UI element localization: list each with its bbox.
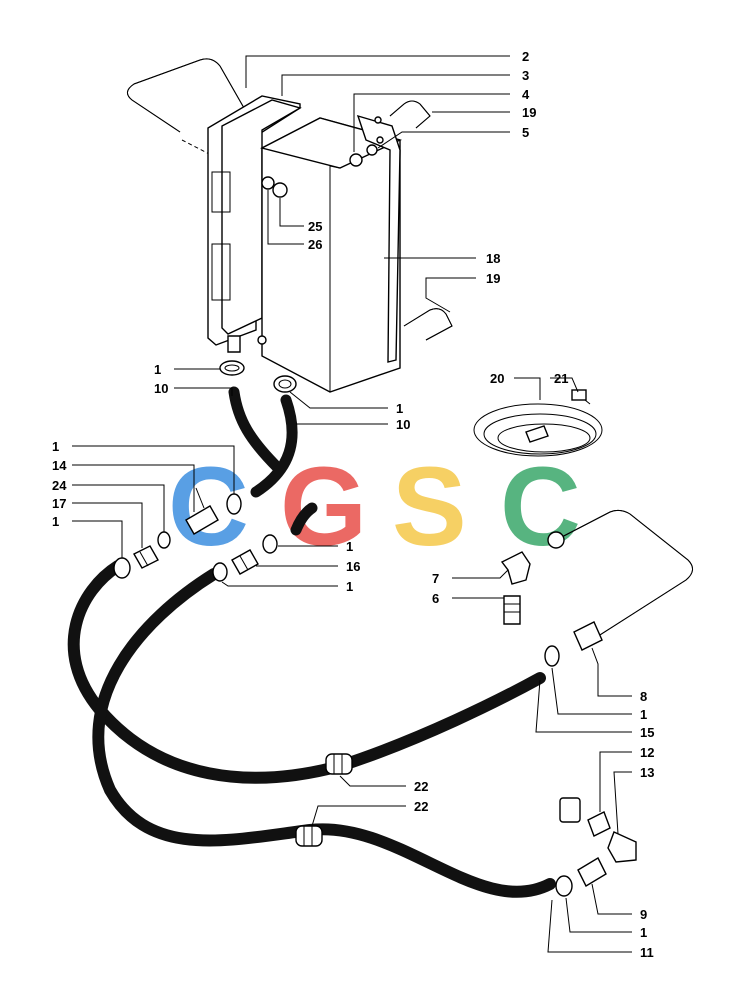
callout-18: 18 [486, 251, 500, 266]
callout-1-b: 1 [396, 401, 403, 416]
callout-21: 21 [554, 371, 568, 386]
elbow-13 [607, 831, 637, 863]
callout-9: 9 [640, 907, 647, 922]
watermark-letter-3: S [392, 444, 467, 569]
clamp-1-a [219, 360, 245, 376]
clamp-1-d [113, 557, 131, 579]
callout-5: 5 [522, 125, 529, 140]
nut-4 [349, 153, 363, 167]
valve-14 [185, 505, 219, 535]
callout-25: 25 [308, 219, 322, 234]
callout-8: 8 [640, 689, 647, 704]
callout-12: 12 [640, 745, 654, 760]
clamp-1-e [262, 534, 278, 554]
callout-1-h: 1 [640, 925, 647, 940]
hoses [67, 386, 556, 898]
watermark-letter-2: G [280, 444, 367, 569]
callout-10-a: 10 [154, 381, 168, 396]
callout-22-lower: 22 [414, 799, 428, 814]
nut-25 [272, 182, 288, 198]
fittings [113, 360, 693, 897]
callout-4: 4 [522, 87, 530, 102]
callout-14: 14 [52, 458, 67, 473]
callout-1-c: 1 [52, 439, 59, 454]
hose-10-left [228, 386, 284, 474]
sleeve-12 [559, 797, 581, 823]
ferrule-22-upper [325, 753, 353, 775]
hose-22-lower [92, 568, 556, 898]
ferrule-22-lower [295, 825, 323, 847]
clamp-1-f [212, 562, 228, 582]
callout-1-g: 1 [640, 707, 647, 722]
fitting-16 [231, 549, 259, 575]
wire-harness-20 [473, 389, 603, 457]
clamp-1-b [273, 375, 297, 393]
callout-11: 11 [640, 945, 654, 960]
callout-24: 24 [52, 478, 67, 493]
fitting-6 [503, 595, 521, 625]
callout-2: 2 [522, 49, 529, 64]
washer-26 [261, 176, 275, 190]
watermark: C G S C [168, 444, 581, 569]
callout-1-f: 1 [346, 579, 353, 594]
fitting-9 [577, 857, 607, 887]
callout-1-a: 1 [154, 362, 161, 377]
callout-17: 17 [52, 496, 66, 511]
callout-15: 15 [640, 725, 654, 740]
callout-19-bottom: 19 [486, 271, 500, 286]
callouts: 2 3 4 19 5 25 26 18 19 20 21 1 10 1 10 1… [52, 49, 654, 960]
callout-16: 16 [346, 559, 360, 574]
callout-3: 3 [522, 68, 529, 83]
leader-lines [72, 55, 632, 953]
washer-5 [366, 144, 378, 156]
callout-26: 26 [308, 237, 322, 252]
washer-24 [157, 531, 171, 549]
tank-assembly [127, 58, 453, 393]
callout-1-d: 1 [52, 514, 59, 529]
callout-19-top: 19 [522, 105, 536, 120]
callout-22-upper: 22 [414, 779, 428, 794]
fitting-17 [133, 545, 159, 569]
callout-7: 7 [432, 571, 439, 586]
hose-10-right [250, 394, 298, 498]
clamp-1-c [226, 493, 242, 515]
callout-1-e: 1 [346, 539, 353, 554]
u-bolt-19-top [389, 100, 431, 129]
hose-22-upper [67, 560, 546, 784]
clamp-1-h [555, 875, 573, 897]
clamp-1-g [544, 645, 560, 667]
watermark-letter-4: C [500, 444, 581, 569]
callout-13: 13 [640, 765, 654, 780]
fitting-12 [587, 811, 611, 837]
callout-6: 6 [432, 591, 439, 606]
connector-21 [571, 389, 587, 401]
callout-10-b: 10 [396, 417, 410, 432]
u-bolt-19-bottom [403, 308, 453, 341]
callout-20: 20 [490, 371, 504, 386]
